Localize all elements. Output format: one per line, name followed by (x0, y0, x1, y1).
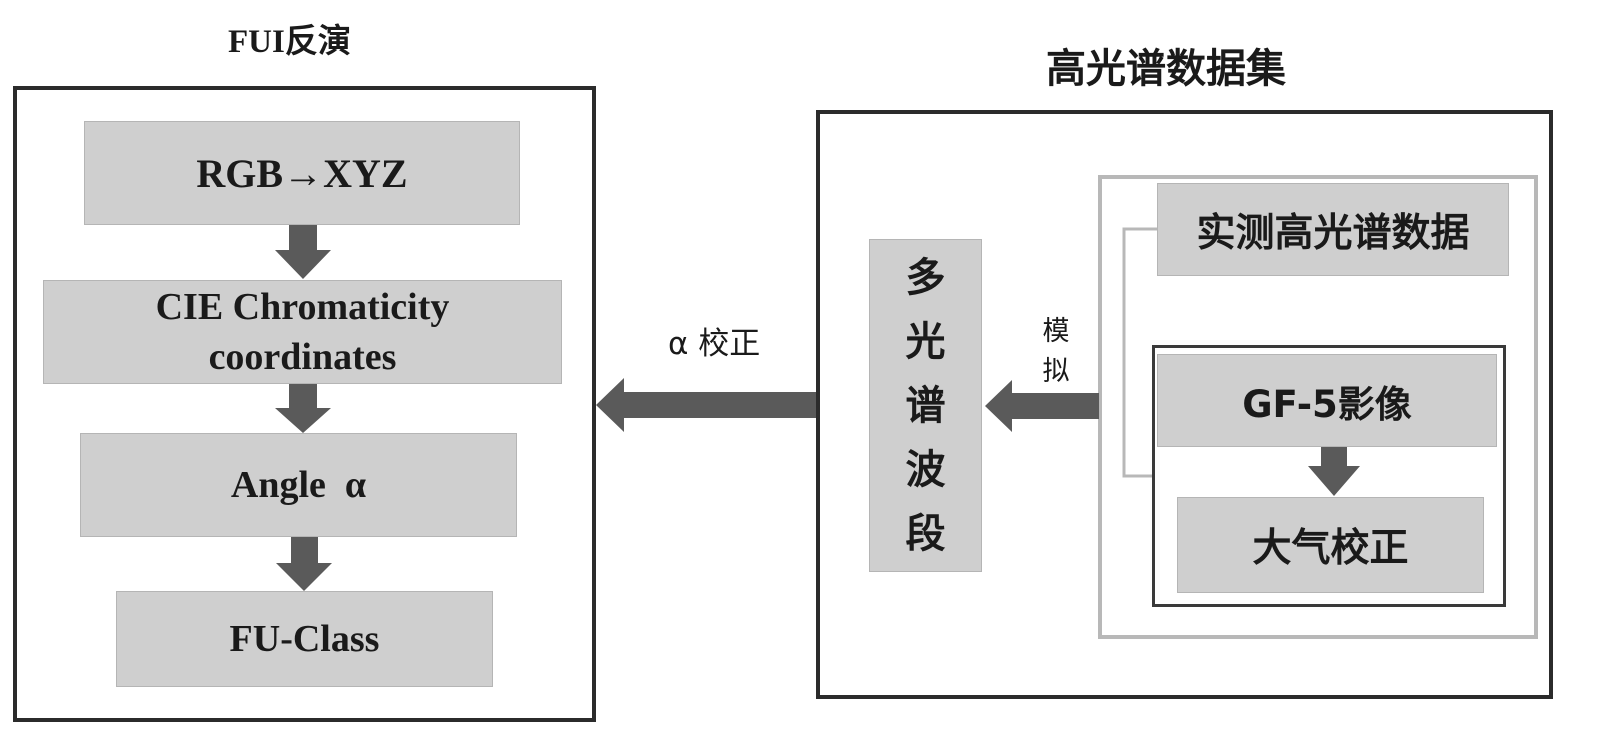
rgb-xyz-label: RGB→XYZ (196, 150, 408, 196)
hyperspectral-dataset-title: 高光谱数据集 (1046, 46, 1286, 92)
atmospheric-correction-box: 大气校正 (1177, 497, 1484, 593)
down-arrow-icon (276, 537, 332, 591)
gf5-group-frame (1152, 345, 1506, 607)
fui-inversion-panel (13, 86, 596, 722)
cie-chromaticity-label: CIE Chromaticity (155, 286, 450, 328)
down-arrow-icon (275, 225, 331, 279)
gf5-image-label: GF-5影像 (1242, 382, 1412, 426)
simulate-char: 模 (1042, 316, 1070, 347)
fui-inversion-title: FUI反演 (228, 24, 351, 60)
multispectral-char: 波 (905, 446, 946, 493)
multispectral-band-box: 多 光 谱 波 段 (869, 239, 982, 572)
simulate-label: 模 拟 (1036, 312, 1076, 392)
left-arrow-icon (596, 378, 816, 432)
cie-chromaticity-box: CIE Chromaticity coordinates (43, 280, 562, 384)
multispectral-char: 段 (905, 510, 946, 557)
down-arrow-icon (275, 384, 331, 433)
alpha-correction-label: α 校正 (668, 326, 761, 362)
gf5-image-box: GF-5影像 (1157, 354, 1497, 447)
angle-alpha-label: Angle α (230, 464, 367, 506)
source-bracket-line (1122, 227, 1157, 478)
down-arrow-icon (1308, 447, 1360, 496)
rgb-xyz-box: RGB→XYZ (84, 121, 520, 225)
left-arrow-icon (985, 380, 1099, 432)
multispectral-char: 谱 (905, 382, 946, 429)
measured-hyperspectral-box: 实测高光谱数据 (1157, 183, 1509, 276)
data-source-frame (1098, 175, 1538, 639)
multispectral-char: 多 (905, 254, 946, 301)
angle-alpha-box: Angle α (80, 433, 517, 537)
hyperspectral-dataset-panel (816, 110, 1553, 699)
fu-class-label: FU-Class (229, 618, 380, 660)
cie-coordinates-label: coordinates (208, 336, 397, 378)
simulate-char: 拟 (1042, 356, 1070, 387)
measured-hyperspectral-label: 实测高光谱数据 (1196, 210, 1470, 256)
fu-class-box: FU-Class (116, 591, 493, 687)
multispectral-char: 光 (905, 318, 946, 365)
atmospheric-correction-label: 大气校正 (1252, 526, 1409, 571)
